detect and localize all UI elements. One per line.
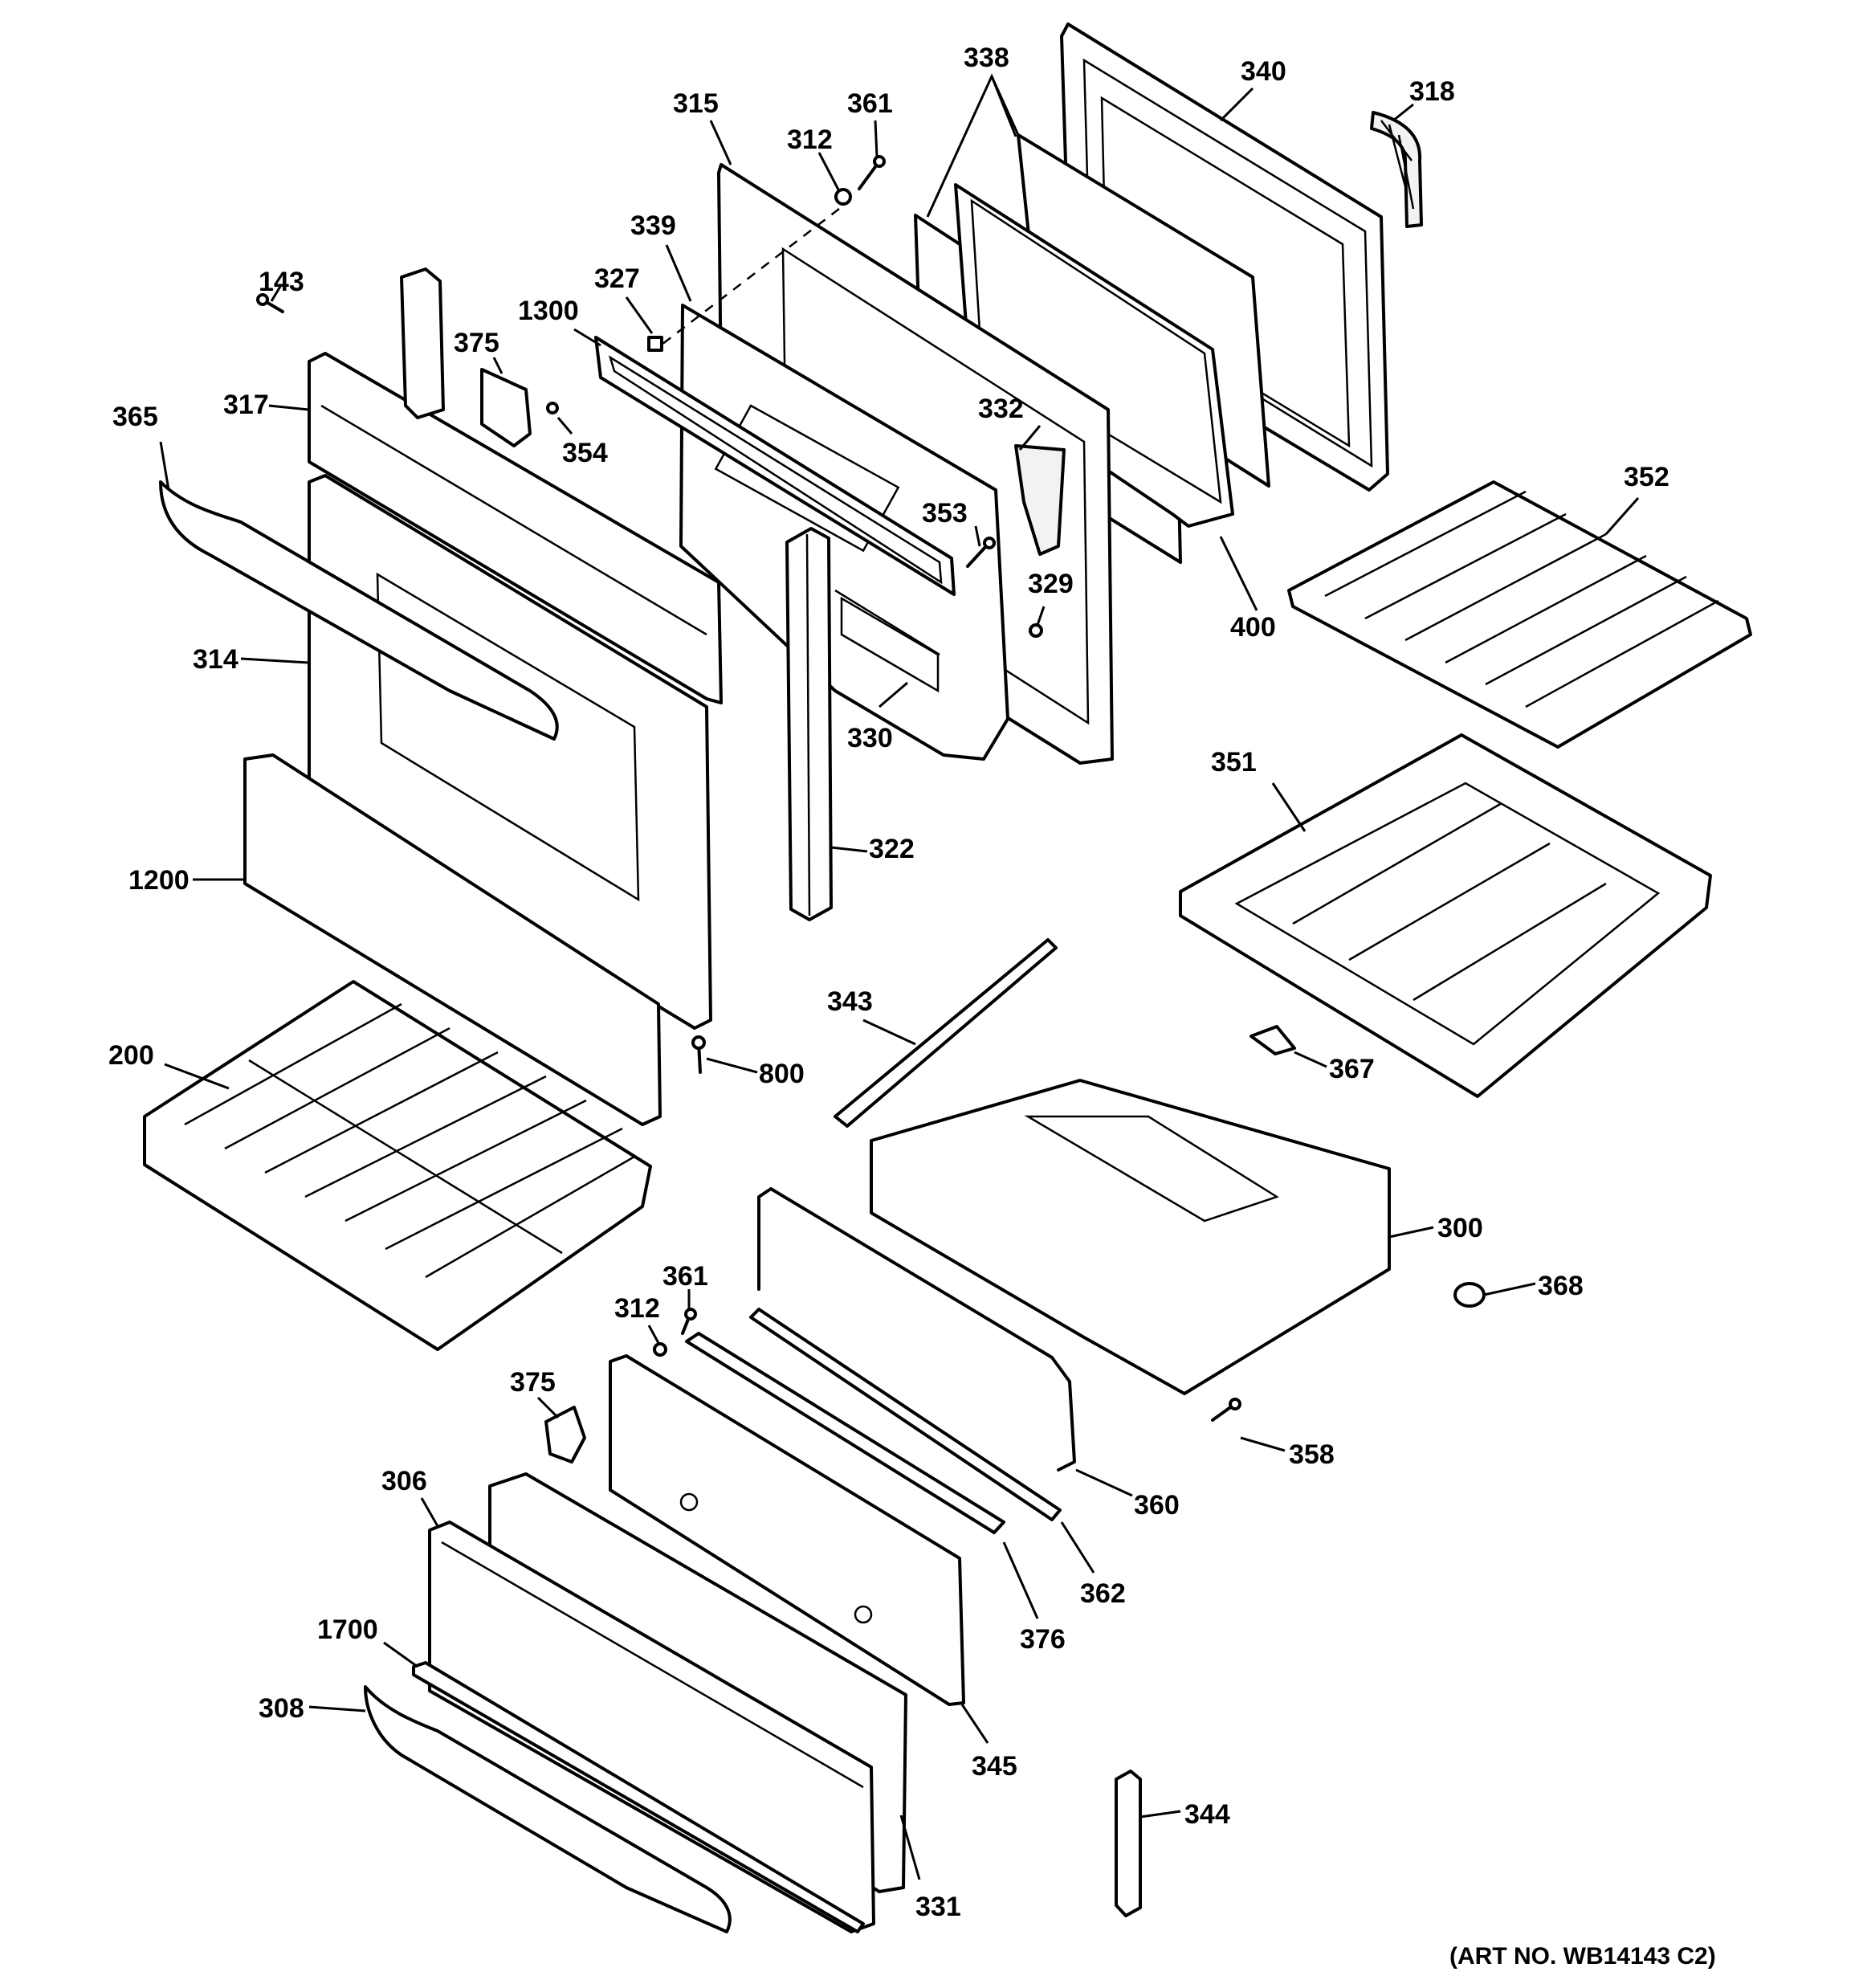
part-300-drawer-body xyxy=(870,1079,1391,1395)
part-358-screw xyxy=(1211,1398,1241,1422)
part-365-door-handle xyxy=(159,480,559,741)
label-312-top: 312 xyxy=(787,125,833,155)
label-345: 345 xyxy=(972,1751,1017,1782)
part-362-drawer-rail xyxy=(749,1308,1062,1521)
part-327-clip xyxy=(647,336,663,352)
label-330: 330 xyxy=(847,723,893,753)
label-1200: 1200 xyxy=(128,865,190,896)
label-200: 200 xyxy=(108,1040,154,1071)
part-200-oven-rack xyxy=(143,980,652,1351)
label-352: 352 xyxy=(1624,462,1669,492)
label-322: 322 xyxy=(869,834,915,864)
part-351-broiler-pan xyxy=(1179,733,1712,1098)
label-360: 360 xyxy=(1134,1490,1180,1521)
part-1300-channel xyxy=(594,336,956,596)
leader-lines xyxy=(159,73,1640,1880)
label-314: 314 xyxy=(193,644,238,675)
label-361-top: 361 xyxy=(847,88,893,119)
part-330-trim-strip xyxy=(834,589,940,656)
label-339: 339 xyxy=(630,210,676,241)
label-317: 317 xyxy=(223,390,269,420)
label-329: 329 xyxy=(1028,569,1074,599)
part-375-hinge-bottom xyxy=(544,1406,586,1463)
label-354: 354 xyxy=(562,438,608,468)
part-329-screw xyxy=(1029,623,1043,638)
part-368-leveling-foot xyxy=(1453,1282,1486,1308)
label-340: 340 xyxy=(1241,56,1286,87)
part-1700-drawer-trim xyxy=(412,1661,865,1933)
label-351: 351 xyxy=(1211,747,1257,778)
label-306: 306 xyxy=(381,1466,427,1496)
part-353-screw xyxy=(966,537,996,568)
part-344-bracket xyxy=(1115,1770,1142,1917)
part-1200-lower-panel xyxy=(243,753,662,1126)
label-365: 365 xyxy=(112,402,158,432)
art-number: (ART NO. WB14143 C2) xyxy=(1449,1943,1716,1970)
part-360-drawer-frame xyxy=(757,1187,1076,1472)
part-308-drawer-handle xyxy=(364,1685,732,1933)
label-308: 308 xyxy=(259,1693,304,1724)
label-400: 400 xyxy=(1230,612,1276,643)
part-labels: 143 365 317 375 354 1300 327 339 315 312… xyxy=(108,43,1716,1970)
part-306-drawer-front xyxy=(428,1521,875,1933)
part-332-bracket xyxy=(1014,444,1066,556)
part-367-clip xyxy=(1249,1025,1296,1055)
label-338: 338 xyxy=(964,43,1009,73)
part-317-control-panel xyxy=(308,352,723,704)
label-353: 353 xyxy=(922,498,968,529)
label-143: 143 xyxy=(259,267,304,297)
part-345-drawer-inner-panel xyxy=(609,1354,965,1706)
label-332: 332 xyxy=(978,394,1024,424)
part-312-361-washer-screw-top xyxy=(658,155,886,348)
label-375-top: 375 xyxy=(454,328,499,358)
part-376-drawer-slide xyxy=(685,1332,1005,1534)
label-1300: 1300 xyxy=(518,296,579,326)
label-358: 358 xyxy=(1289,1439,1335,1470)
label-367: 367 xyxy=(1329,1054,1375,1084)
part-354-143-small-screws xyxy=(256,293,559,414)
part-side-strip xyxy=(400,267,445,419)
label-362: 362 xyxy=(1080,1578,1126,1609)
part-375-hinge-top xyxy=(480,368,532,447)
label-315: 315 xyxy=(673,88,719,119)
part-318-gasket xyxy=(1370,111,1423,228)
part-322-door-side-trim xyxy=(785,527,833,921)
label-344: 344 xyxy=(1184,1799,1230,1830)
label-361-bottom: 361 xyxy=(662,1261,708,1292)
label-1700: 1700 xyxy=(317,1614,378,1645)
label-327: 327 xyxy=(594,263,640,294)
part-343-drawer-rail xyxy=(834,938,1058,1128)
label-343: 343 xyxy=(827,986,873,1017)
part-352-oven-rack xyxy=(1287,480,1752,749)
part-312-361-washer-screw-bottom xyxy=(653,1308,697,1357)
label-300: 300 xyxy=(1437,1213,1483,1243)
label-375-bottom: 375 xyxy=(510,1367,556,1398)
label-800: 800 xyxy=(759,1059,805,1089)
label-368: 368 xyxy=(1538,1271,1584,1301)
label-318: 318 xyxy=(1409,76,1455,107)
label-312-bottom: 312 xyxy=(614,1293,660,1324)
part-800-screw xyxy=(691,1035,706,1074)
label-331: 331 xyxy=(915,1892,961,1922)
label-376: 376 xyxy=(1020,1624,1066,1655)
